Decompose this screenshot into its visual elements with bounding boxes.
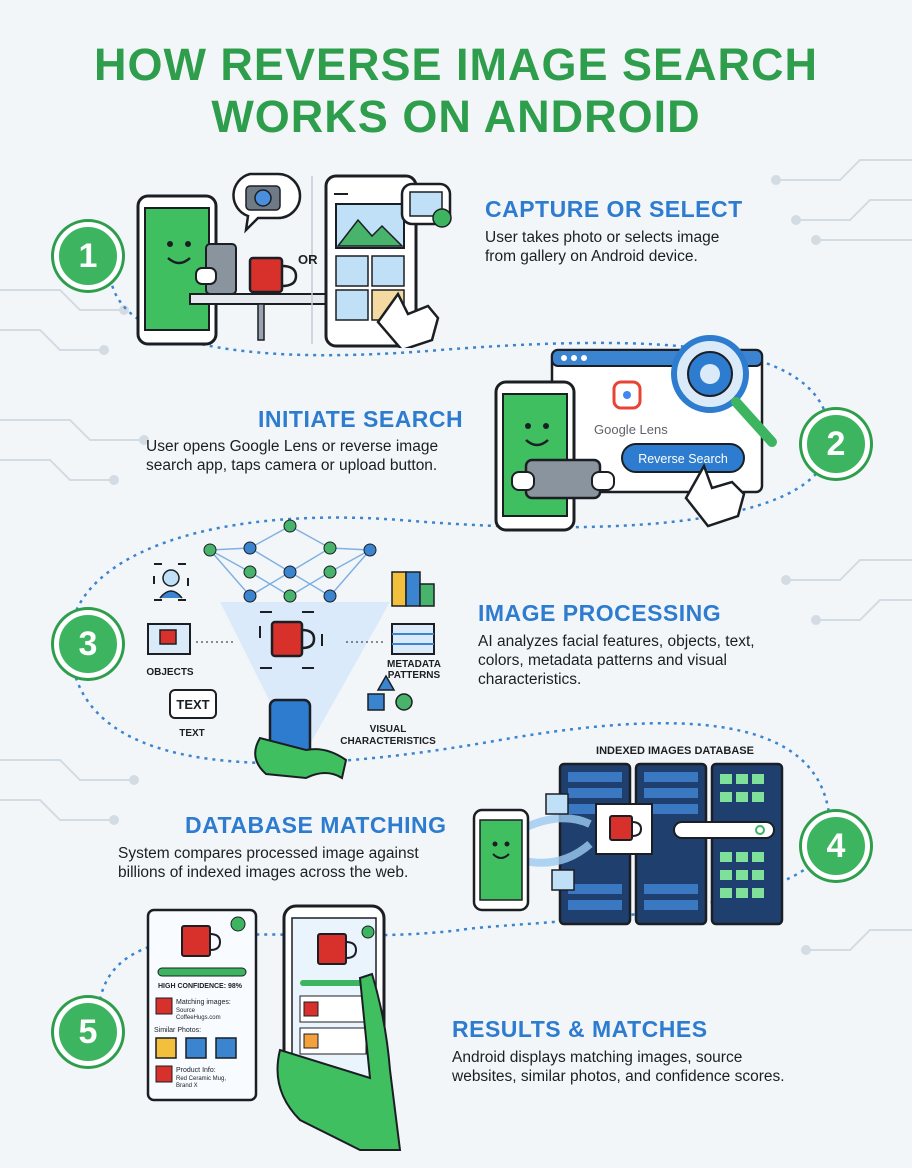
product-info-label: Product Info: bbox=[176, 1067, 216, 1074]
metadata-label-line-1: METADATA bbox=[387, 659, 441, 670]
text-bubble: TEXT bbox=[176, 697, 209, 712]
step-1-desc-line-1: User takes photo or selects image bbox=[485, 229, 720, 246]
step-3-desc-line-1: AI analyzes facial features, objects, te… bbox=[478, 633, 755, 650]
metadata-label-line-2: PATTERNS bbox=[388, 670, 441, 681]
matching-images-label: Matching images: bbox=[176, 999, 231, 1006]
page-title-line-2: WORKS ON ANDROID bbox=[211, 91, 701, 142]
step-1-title: CAPTURE OR SELECT bbox=[485, 196, 743, 222]
step-3-desc-line-3: characteristics. bbox=[478, 671, 582, 688]
step-4-desc-line-2: billions of indexed images across the we… bbox=[118, 864, 409, 881]
step-4-desc-line-1: System compares processed image against bbox=[118, 845, 419, 862]
step-4-illustration bbox=[472, 762, 784, 926]
step-5-desc-line-2: websites, similar photos, and confidence… bbox=[452, 1068, 785, 1085]
database-label: INDEXED IMAGES DATABASE bbox=[596, 745, 754, 757]
visual-label-line-1: VISUAL bbox=[370, 724, 407, 735]
product-line-2: Brand X bbox=[176, 1083, 198, 1089]
product-line-1: Red Ceramic Mug, bbox=[176, 1076, 226, 1082]
step-3-title: IMAGE PROCESSING bbox=[478, 600, 722, 626]
step-2-desc-line-2: search app, taps camera or upload button… bbox=[146, 457, 438, 474]
step-3-desc-line-2: colors, metadata patterns and visual bbox=[478, 652, 727, 669]
confidence-label: HIGH CONFIDENCE: 98% bbox=[158, 983, 243, 990]
step-1-desc-line-2: from gallery on Android device. bbox=[485, 248, 698, 265]
step-2-illustration: Google Lens Reverse Search bbox=[494, 335, 777, 532]
text-label: TEXT bbox=[179, 728, 205, 739]
step-3-badge: 3 bbox=[54, 610, 122, 678]
page-title-line-1: HOW REVERSE IMAGE SEARCH bbox=[93, 39, 819, 90]
step-1-badge: 1 bbox=[54, 222, 122, 290]
step-5-badge: 5 bbox=[54, 998, 122, 1066]
step-2-title: INITIATE SEARCH bbox=[258, 406, 464, 432]
step-3-illustration: OBJECTS METADATA PATTERNS TEXT TEXT VISU… bbox=[146, 519, 441, 780]
step-5-illustration: HIGH CONFIDENCE: 98% Matching images: So… bbox=[146, 904, 402, 1151]
reverse-search-button[interactable]: Reverse Search bbox=[638, 452, 728, 466]
step-4-badge: 4 bbox=[802, 812, 870, 880]
matching-source-line-2: CoffeeHugs.com bbox=[176, 1015, 221, 1021]
google-lens-label: Google Lens bbox=[594, 422, 668, 437]
step-4-title: DATABASE MATCHING bbox=[185, 812, 447, 838]
matching-source-line-1: Source bbox=[176, 1008, 196, 1014]
step-2-desc-line-1: User opens Google Lens or reverse image bbox=[146, 438, 439, 455]
or-label: OR bbox=[298, 252, 318, 267]
visual-label-line-2: CHARACTERISTICS bbox=[340, 736, 436, 747]
step-5-title: RESULTS & MATCHES bbox=[452, 1016, 708, 1042]
objects-label: OBJECTS bbox=[146, 667, 194, 678]
step-2-badge: 2 bbox=[802, 410, 870, 478]
step-5-desc-line-1: Android displays matching images, source bbox=[452, 1049, 743, 1066]
step-1-illustration: OR bbox=[136, 172, 452, 348]
similar-photos-label: Similar Photos: bbox=[154, 1027, 201, 1034]
